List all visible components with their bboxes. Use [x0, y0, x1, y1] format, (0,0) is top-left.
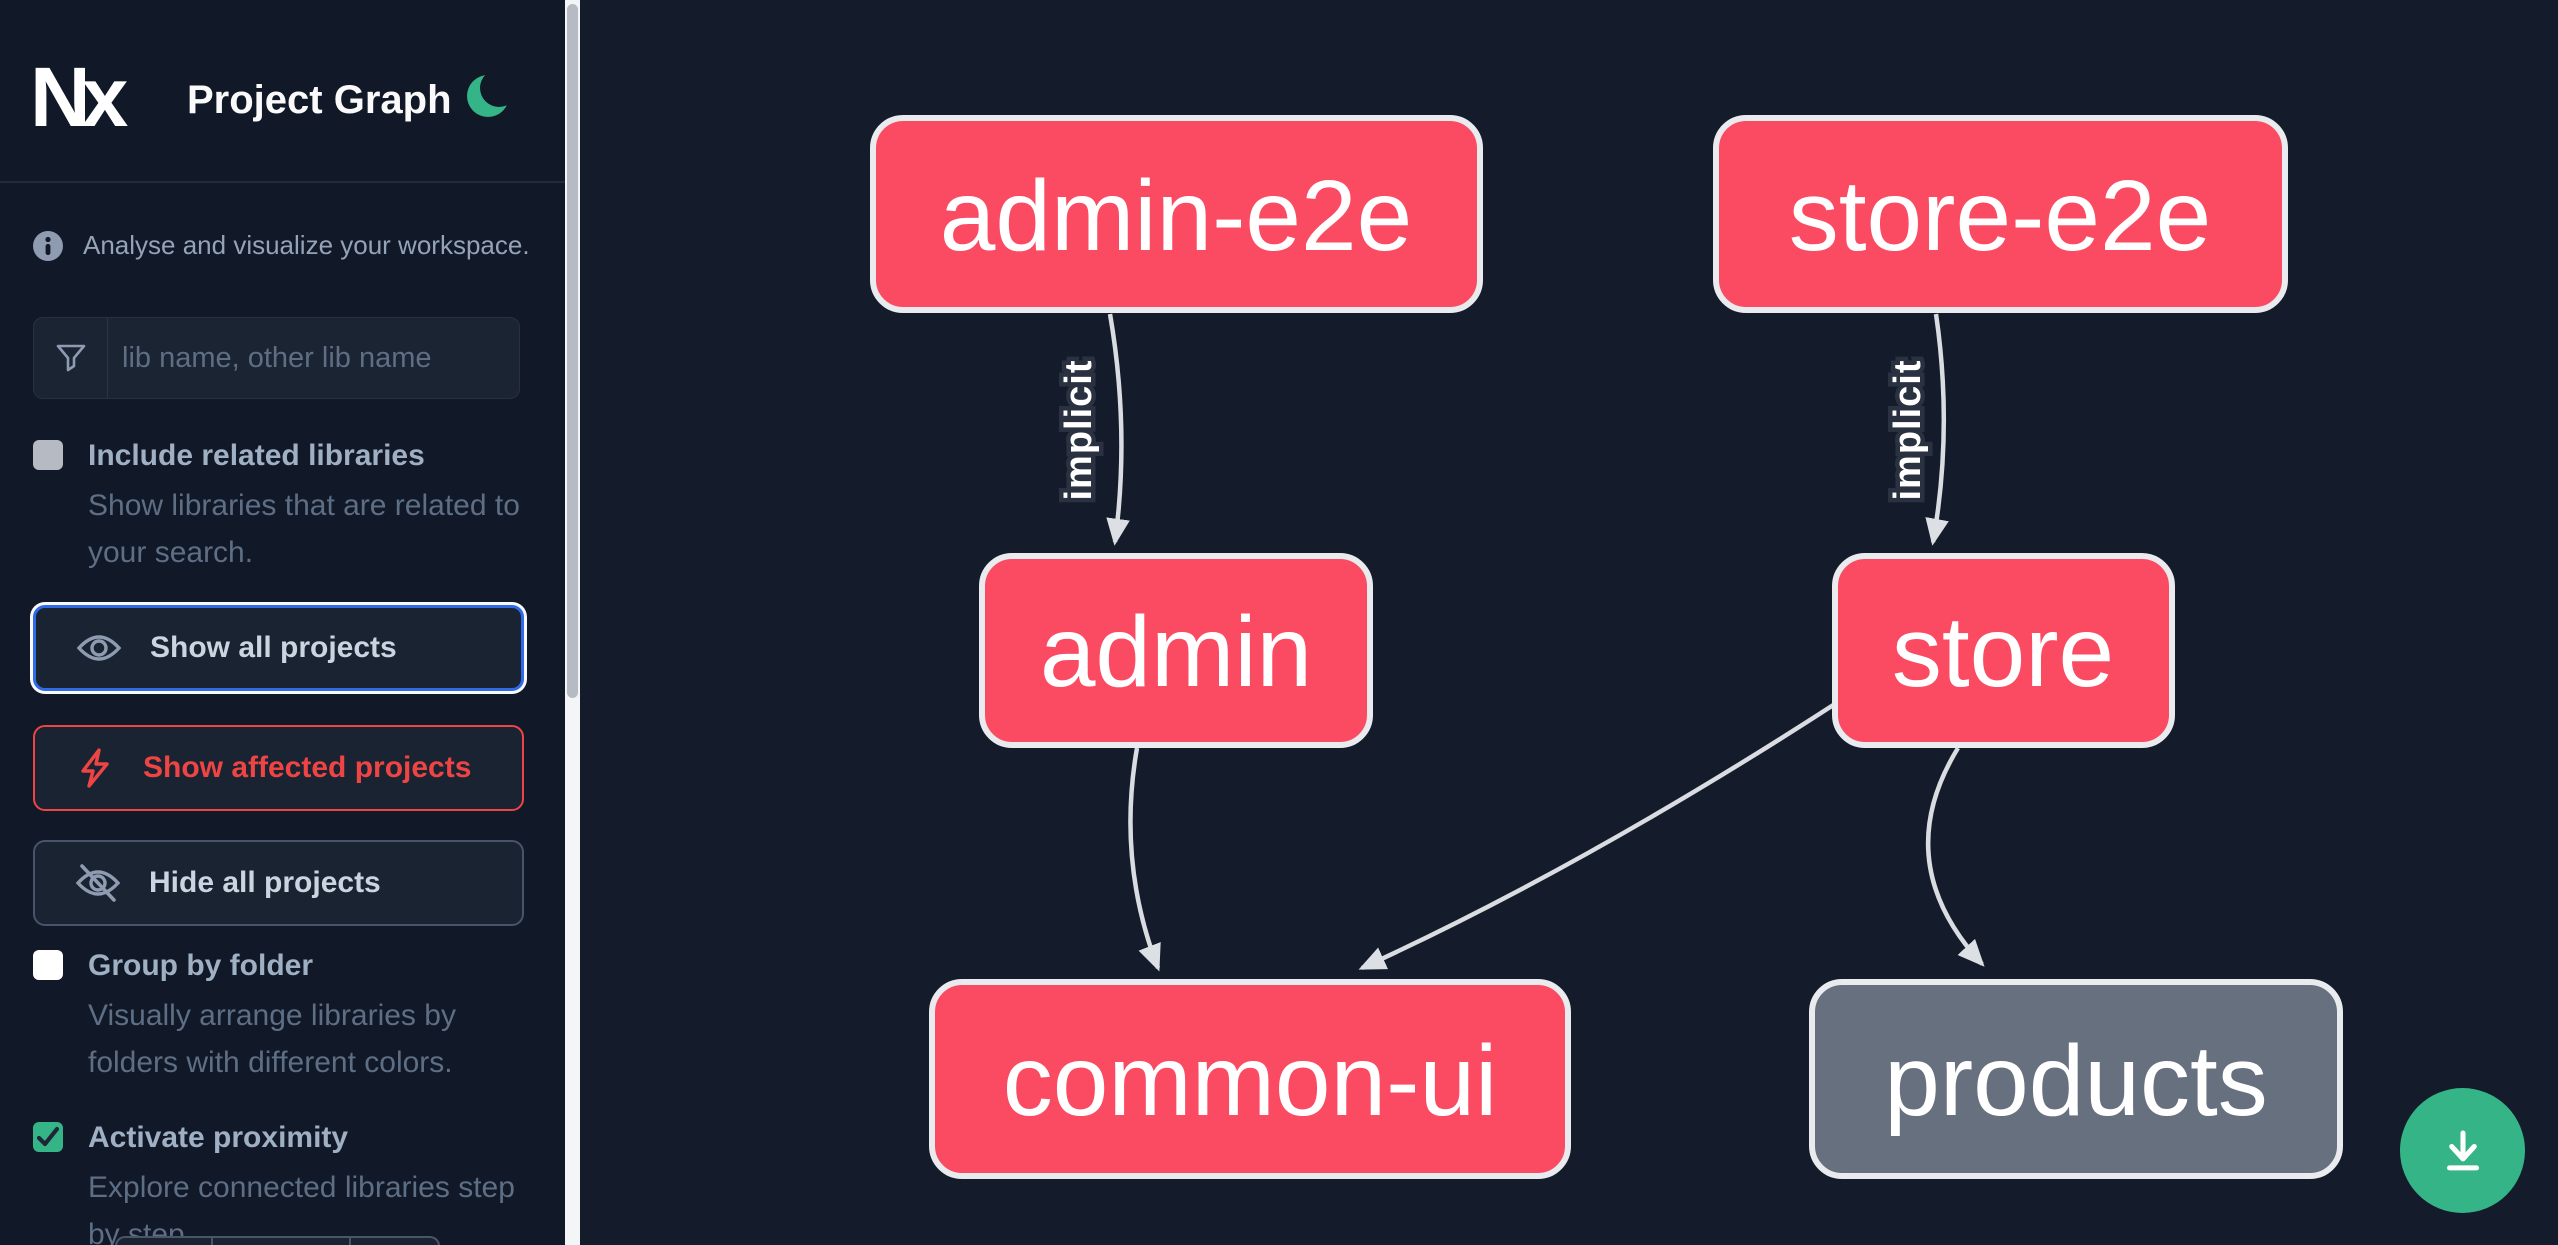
- node-admin[interactable]: admin: [979, 553, 1373, 748]
- funnel-icon: [56, 344, 85, 372]
- hide-all-projects-button[interactable]: Hide all projects: [33, 840, 524, 926]
- option-label: Include related libraries: [88, 439, 425, 472]
- theme-toggle-button[interactable]: [462, 68, 518, 124]
- node-products[interactable]: products: [1809, 979, 2343, 1179]
- eye-off-icon: [75, 864, 121, 902]
- nx-logo: Nx: [30, 50, 128, 144]
- node-label: common-ui: [1003, 1025, 1498, 1137]
- edge-admin-to-common-ui: [1128, 747, 1161, 972]
- node-store[interactable]: store: [1832, 553, 2175, 748]
- include-related-checkbox[interactable]: [33, 440, 63, 470]
- edge-admin-e2e-to-admin: [1106, 313, 1130, 546]
- option-activate-proximity: Activate proximity Explore connected lib…: [33, 1120, 533, 1245]
- option-group-by-folder: Group by folder Visually arrange librari…: [33, 948, 533, 1086]
- node-store-e2e[interactable]: store-e2e: [1713, 115, 2288, 313]
- page-title: Project Graph: [187, 78, 452, 122]
- show-affected-projects-button[interactable]: Show affected projects: [33, 725, 524, 811]
- option-description: Explore connected libraries step by step…: [88, 1171, 515, 1245]
- button-label: Show all projects: [150, 631, 397, 664]
- button-label: Show affected projects: [143, 751, 472, 784]
- node-label: products: [1884, 1025, 2268, 1137]
- button-label: Hide all projects: [149, 866, 381, 899]
- option-include-related: Include related libraries Show libraries…: [33, 438, 533, 576]
- node-admin-e2e[interactable]: admin-e2e: [870, 115, 1483, 313]
- edge-store-e2e-to-store: [1925, 313, 1949, 546]
- option-label: Group by folder: [88, 949, 313, 982]
- activate-proximity-checkbox[interactable]: [33, 1122, 63, 1152]
- proximity-stepper[interactable]: [115, 1236, 440, 1245]
- bolt-icon: [81, 748, 109, 788]
- option-label: Activate proximity: [88, 1121, 349, 1154]
- edge-store-to-common-ui: [1358, 700, 1840, 971]
- edge-label-implicit: implicit: [1887, 359, 1929, 500]
- node-label: store-e2e: [1789, 160, 2211, 272]
- edge-label-implicit: implicit: [1058, 359, 1100, 500]
- sidebar: Nx Project Graph Analyse and visualize y…: [0, 0, 565, 1245]
- tagline-row: Analyse and visualize your workspace.: [33, 230, 530, 261]
- info-icon: [33, 230, 63, 261]
- edge-store-to-products: [1925, 746, 1985, 967]
- download-graph-button[interactable]: [2400, 1088, 2525, 1213]
- moon-icon: [467, 68, 518, 117]
- node-label: admin: [1040, 596, 1312, 708]
- option-description: Show libraries that are related to your …: [88, 489, 520, 569]
- node-label: store: [1892, 596, 2114, 708]
- project-graph-svg: implicit implicit admin-e2e store-e2e ad…: [870, 115, 2343, 1179]
- sidebar-scrollbar-track: [565, 0, 580, 1245]
- sidebar-header: Nx Project Graph: [0, 0, 565, 183]
- show-all-projects-button[interactable]: Show all projects: [33, 605, 524, 691]
- group-by-folder-checkbox[interactable]: [33, 950, 63, 980]
- sidebar-scrollbar-thumb[interactable]: [567, 4, 578, 698]
- stepper-decrement[interactable]: [117, 1238, 211, 1245]
- stepper-increment[interactable]: [349, 1238, 438, 1245]
- node-common-ui[interactable]: common-ui: [929, 979, 1571, 1179]
- graph-canvas[interactable]: implicit implicit admin-e2e store-e2e ad…: [580, 0, 2558, 1245]
- eye-icon: [76, 635, 122, 661]
- stepper-value: [211, 1238, 349, 1245]
- filter-icon-zone: [34, 318, 108, 398]
- download-icon: [2446, 1129, 2479, 1170]
- check-icon: [36, 1126, 60, 1147]
- tagline-text: Analyse and visualize your workspace.: [83, 230, 530, 260]
- option-description: Visually arrange libraries by folders wi…: [88, 999, 456, 1079]
- search-input[interactable]: [108, 318, 519, 398]
- node-label: admin-e2e: [940, 160, 1413, 272]
- search-box: [33, 317, 520, 399]
